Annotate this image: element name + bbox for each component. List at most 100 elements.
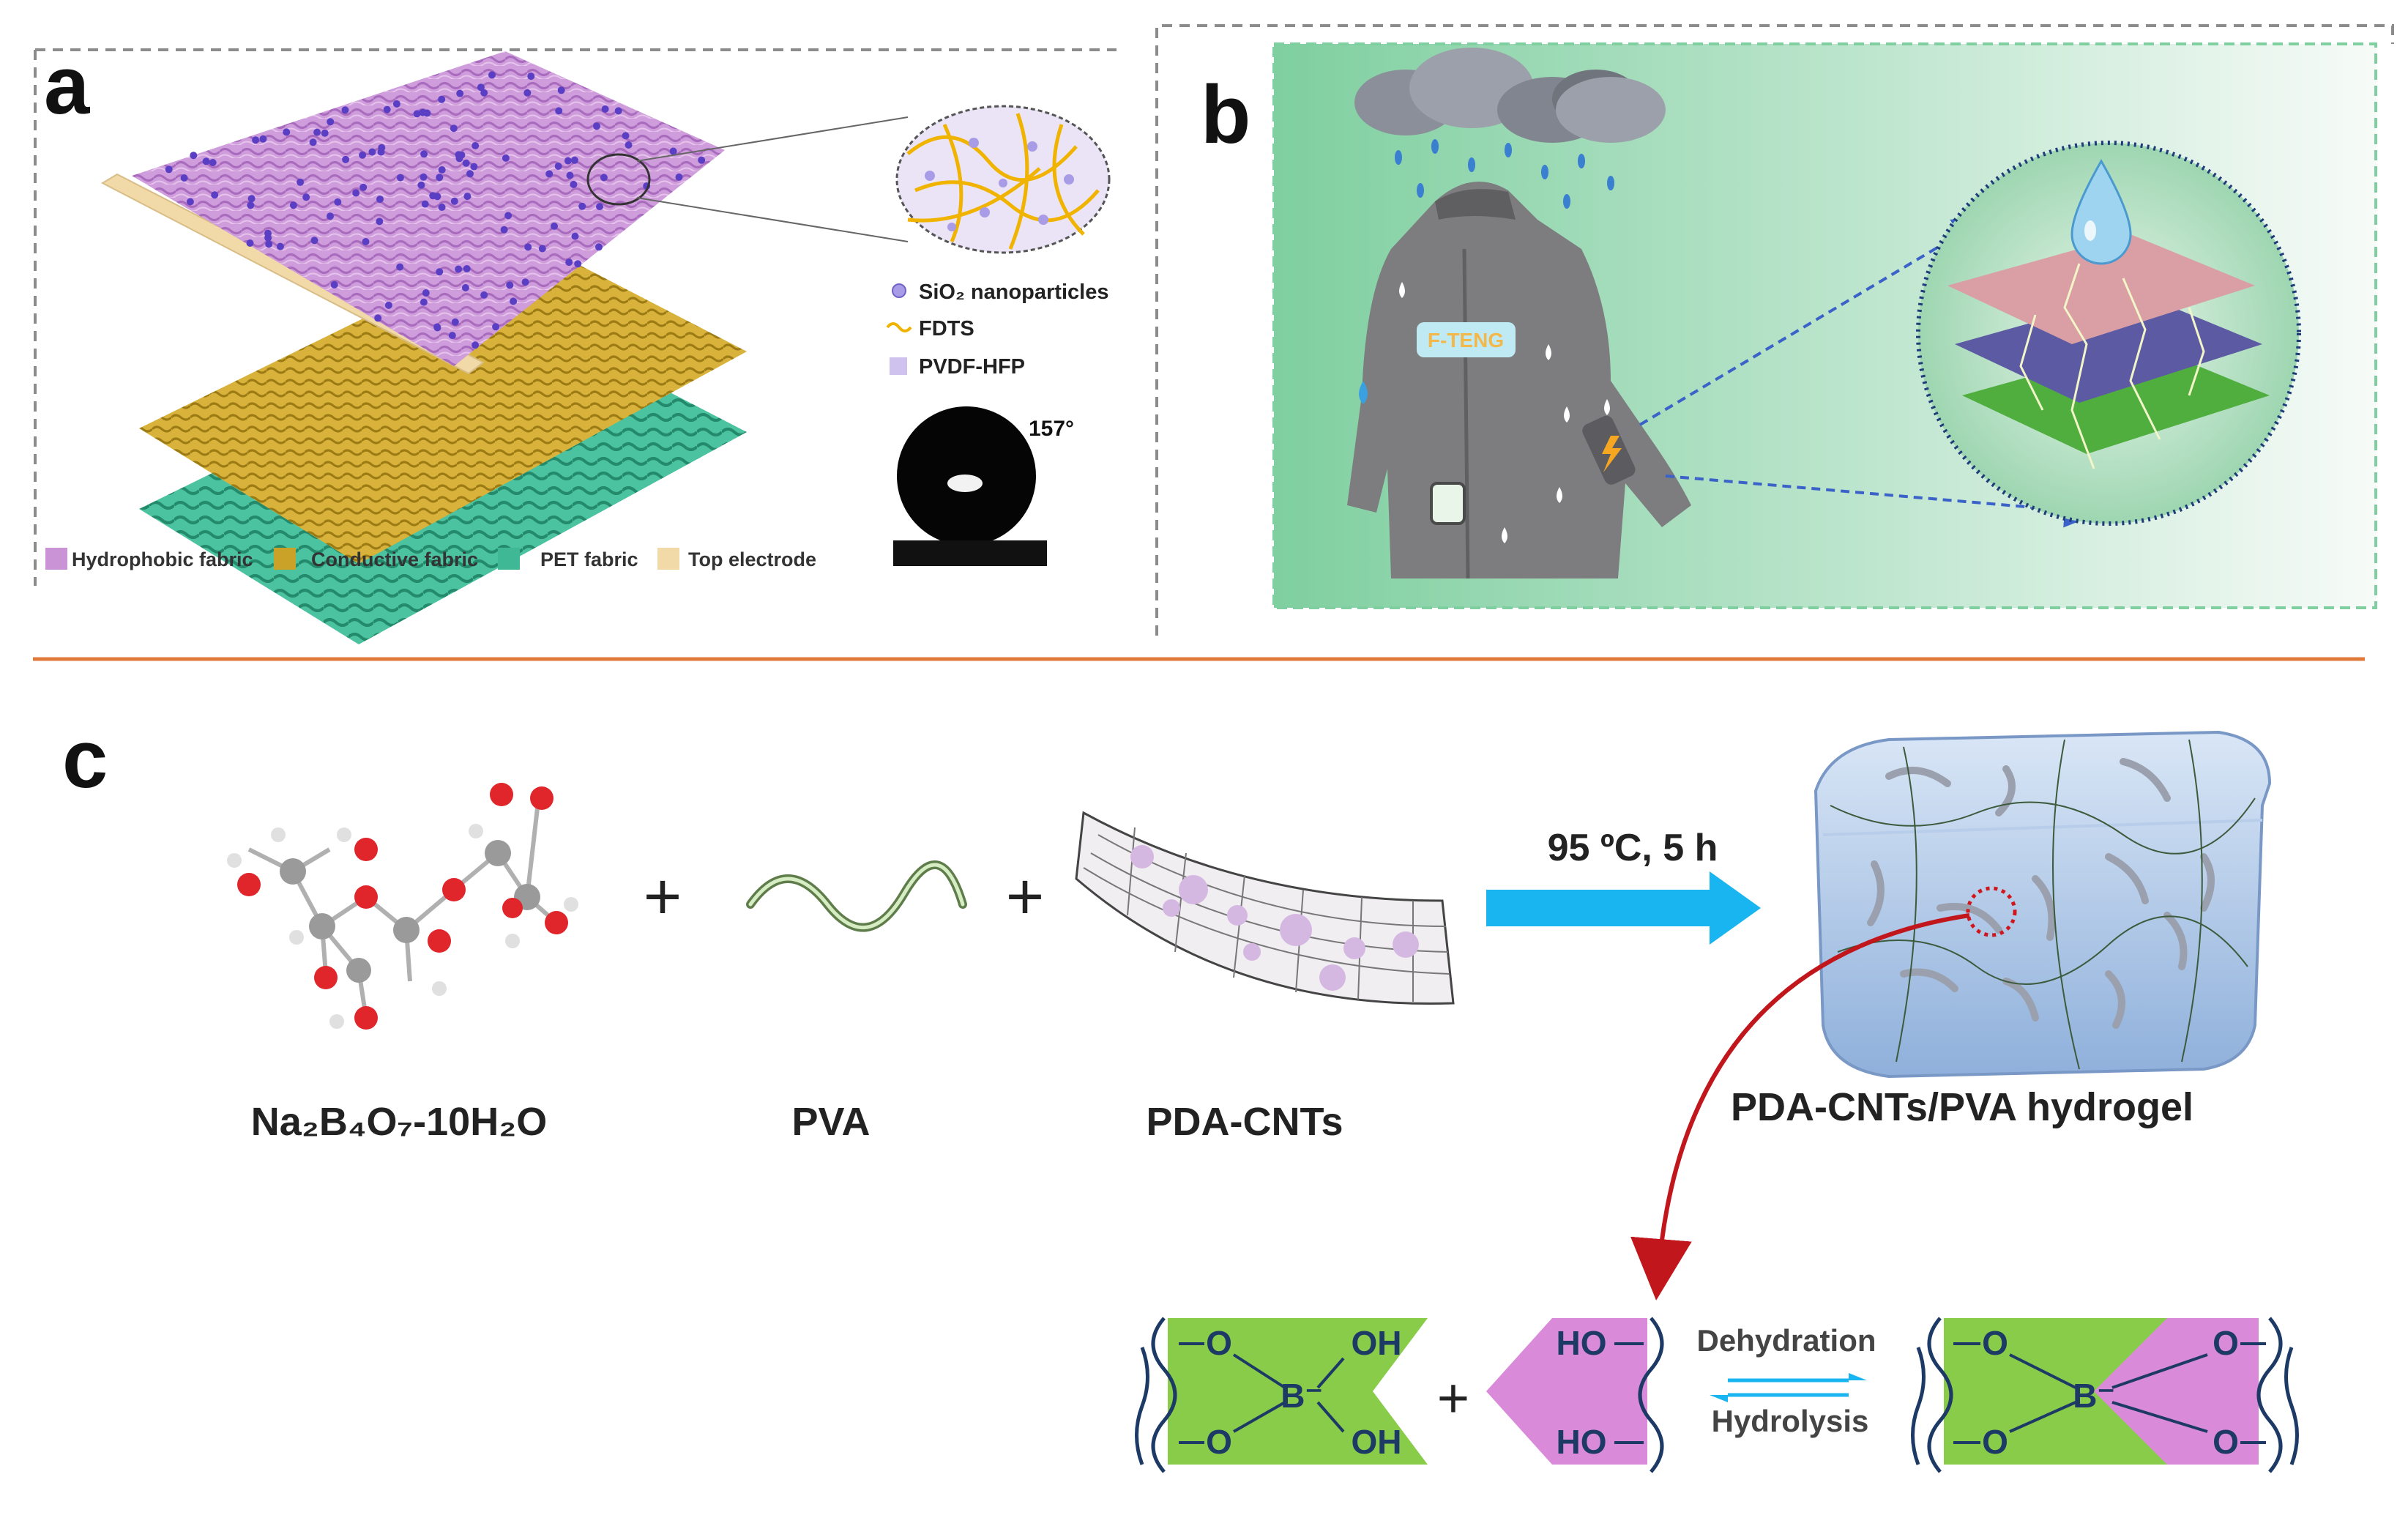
sio2-dot	[545, 170, 553, 178]
sio2-dot	[538, 245, 546, 253]
hydrophobic-fabric-layer	[132, 51, 725, 366]
equilibrium-arrows	[1710, 1373, 1867, 1402]
sio2-dot	[417, 181, 425, 189]
sio2-dot	[438, 95, 446, 103]
sio2-dot	[327, 118, 335, 126]
lightning-traces	[2019, 263, 2205, 469]
panel-b: b F-TENG	[1155, 24, 2394, 636]
sio2-dot	[376, 217, 384, 226]
sio2-dot	[420, 298, 428, 306]
sio2-dot	[565, 258, 573, 267]
fdts-legend-icon	[886, 322, 912, 332]
borate-b: B⁻	[1281, 1377, 1323, 1415]
sio2-dot	[209, 159, 217, 166]
sio2-dot	[461, 284, 469, 291]
zoom-arrow-top	[1639, 216, 1989, 426]
sio2-dot	[165, 165, 173, 174]
zoom-line-top	[636, 116, 909, 162]
sio2-dot	[190, 152, 198, 160]
borate-oh-top: OH	[1352, 1324, 1402, 1362]
plus-sign-3: +	[1437, 1367, 1469, 1429]
sio2-dot	[302, 193, 310, 201]
sio2-dot	[352, 189, 360, 197]
sio2-legend-label: SiO₂ nanoparticles	[919, 280, 1108, 304]
sio2-dot	[383, 105, 391, 114]
sio2-dot	[527, 72, 535, 81]
sio2-dot	[593, 122, 600, 130]
sio2-dot	[420, 150, 428, 158]
droplet-shine	[2084, 220, 2096, 241]
sio2-dot	[247, 201, 255, 209]
diol-ho-top: HO	[1557, 1324, 1607, 1362]
sio2-dot	[570, 156, 578, 164]
sio2-dot	[595, 243, 603, 251]
hydrogel-label: PDA-CNTs/PVA hydrogel	[1731, 1085, 2193, 1129]
top-electrode-legend-label: Top electrode	[688, 548, 816, 570]
sio2-dot	[265, 240, 273, 248]
sio2-dot	[374, 314, 382, 322]
sio2-dot	[500, 226, 508, 234]
sio2-dot	[471, 142, 480, 149]
sio2-dot	[246, 239, 254, 247]
sio2-dot	[470, 163, 478, 171]
top-electrode-legend-swatch	[657, 548, 679, 570]
sio2-dot	[698, 156, 706, 164]
pda-cnt-tube-icon	[1075, 811, 1455, 1005]
sio2-dot	[554, 163, 562, 170]
pva-diol-group	[1486, 1317, 1664, 1473]
sio2-dot	[596, 203, 603, 211]
hydrolysis-label: Hydrolysis	[1712, 1404, 1869, 1438]
sio2-dot	[601, 105, 609, 113]
sio2-dot	[422, 289, 430, 297]
sio2-dot	[463, 193, 471, 201]
reaction-condition-label: 95 ºC, 5 h	[1548, 827, 1718, 869]
jacket-label: F-TENG	[1428, 329, 1504, 351]
sio2-dot	[471, 341, 480, 349]
panel-c: c	[62, 713, 2299, 1473]
sio2-dot	[524, 243, 532, 251]
sio2-dot	[521, 278, 529, 286]
sio2-dot	[377, 148, 385, 156]
sio2-dot	[438, 166, 446, 174]
pet-legend-swatch	[498, 548, 520, 570]
dehydration-label: Dehydration	[1696, 1323, 1876, 1358]
blue-fabric-layer	[1955, 293, 2262, 403]
sio2-dot	[463, 265, 471, 272]
hydrophobic-legend-swatch	[45, 548, 67, 570]
sio2-dot	[600, 174, 608, 182]
sio2-dot	[247, 195, 256, 203]
zoom-arrow-bottom	[1665, 475, 2100, 528]
sio2-dot	[376, 196, 384, 203]
sio2-dot	[566, 171, 574, 179]
sio2-dot	[413, 110, 421, 118]
sio2-dot	[334, 198, 342, 206]
sio2-dot	[429, 192, 437, 200]
sio2-dot	[574, 260, 582, 268]
sio2-dot	[477, 83, 485, 92]
product-o-left-bottom: O	[1982, 1423, 2008, 1461]
sio2-dot	[186, 198, 194, 206]
borate-oh-bottom: OH	[1352, 1423, 1402, 1461]
sio2-dot	[327, 212, 334, 220]
pva-strand-highlight	[748, 863, 965, 930]
sio2-dot	[551, 222, 558, 230]
sio2-dot	[506, 281, 514, 289]
sio2-dot	[309, 138, 317, 146]
sio2-dot	[622, 132, 630, 140]
pva-strand-icon	[746, 860, 967, 932]
sio2-dot	[625, 141, 633, 149]
sio2-dot	[341, 106, 349, 114]
sio2-dot	[396, 263, 404, 271]
plus-sign-2: +	[1006, 860, 1045, 934]
sio2-dot	[571, 232, 579, 240]
product-o-left-top: O	[1982, 1324, 2008, 1362]
panel-a-letter: a	[44, 40, 90, 131]
zoom-source-circle	[586, 153, 651, 206]
zoom-arrow-red	[1630, 913, 1970, 1301]
conductive-fabric-layer	[139, 238, 747, 564]
sio2-dot	[202, 157, 210, 165]
pva-label: PVA	[791, 1100, 870, 1144]
sio2-dot	[557, 86, 565, 94]
sio2-dot	[433, 324, 441, 332]
panel-c-letter: c	[62, 713, 108, 805]
